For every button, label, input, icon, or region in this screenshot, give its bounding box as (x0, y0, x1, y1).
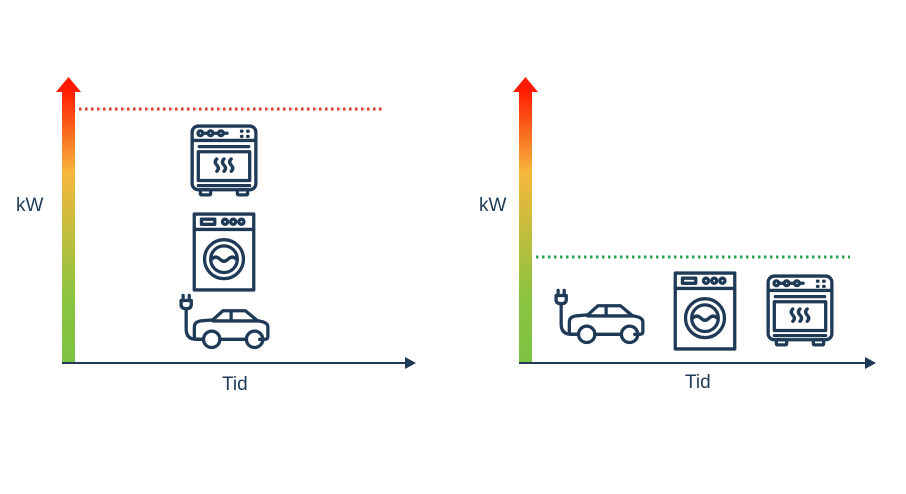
washing-machine-icon (192, 212, 256, 292)
x-axis-label: Tid (222, 374, 248, 395)
y-axis-label: kW (16, 195, 44, 216)
electric-car-icon (179, 293, 270, 350)
washing-machine-icon (673, 271, 737, 351)
x-axis-label: Tid (685, 372, 711, 393)
time-axis-arrowhead (405, 357, 416, 369)
panel-before (56, 77, 416, 369)
kw-axis-bar (519, 90, 532, 363)
kw-axis-arrowhead (513, 77, 538, 92)
panel-after (513, 77, 876, 369)
kw-axis-arrowhead (56, 77, 81, 92)
oven-icon (766, 274, 834, 347)
oven-icon (190, 124, 258, 197)
y-axis-label: kW (479, 195, 507, 216)
kw-axis-bar (62, 90, 75, 363)
electric-car-icon (554, 288, 645, 345)
time-axis-arrowhead (865, 357, 876, 369)
